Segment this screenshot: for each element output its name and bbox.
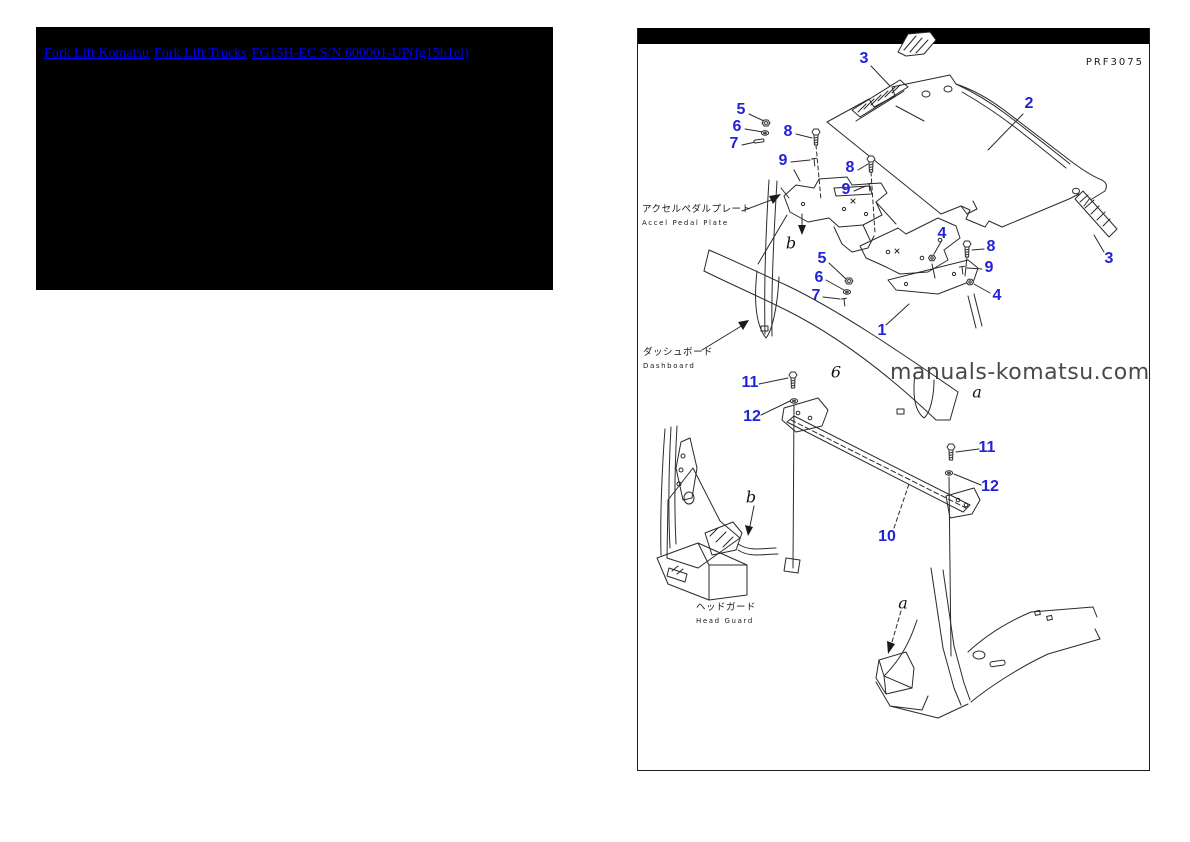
callout-4: 4 (937, 225, 947, 242)
part-label-en: Head Guard (696, 617, 754, 625)
part-label-accel-pedal-plate: アクセルペダルプレート Accel Pedal Plate (642, 201, 752, 227)
part-label-jp: アクセルペダルプレート (642, 204, 752, 215)
callout-8: 8 (845, 159, 855, 176)
callout-9: 9 (984, 259, 994, 276)
breadcrumb: Fork Lift Komatsu Fork Lift Trucks FG15H-E… (44, 44, 474, 62)
callout-9: 9 (841, 181, 851, 198)
callout-5: 5 (736, 101, 746, 118)
callout-9: 9 (778, 152, 788, 169)
callout-7: 7 (729, 135, 739, 152)
part-label-en: Dashboard (643, 362, 696, 370)
part-label-jp: ダッシュボード (643, 347, 714, 358)
callout-11: 11 (741, 374, 759, 391)
callout-10: 10 (878, 528, 896, 545)
callout-7: 7 (811, 287, 821, 304)
part-label-dashboard: ダッシュボード Dashboard (643, 344, 713, 370)
watermark: manuals-komatsu.com (890, 360, 1150, 385)
view-letter-a: a (972, 382, 982, 402)
callout-12: 12 (981, 478, 999, 495)
view-letter-a: a (898, 593, 908, 613)
parts-diagram-art (638, 28, 1149, 719)
callout-2: 2 (1024, 95, 1034, 112)
callout-8: 8 (986, 238, 996, 255)
link-fork-lift-trucks[interactable]: Fork Lift Trucks (154, 46, 247, 61)
callout-5: 5 (817, 250, 827, 267)
part-label-jp: ヘッドガード (696, 602, 757, 613)
header-banner: Fork Lift Komatsu Fork Lift Trucks FG15H-E… (36, 27, 553, 290)
callout-1: 1 (877, 322, 887, 339)
link-model-serial[interactable]: FG15H-EC S/N 600001-UP(fg15h1el) (251, 46, 469, 61)
callout-3: 3 (1104, 250, 1114, 267)
figure-code: PRF3075 (1085, 57, 1144, 68)
view-letter-6: 6 (830, 362, 842, 382)
view-letter-b: b (785, 233, 797, 253)
view-letter-b: b (745, 487, 757, 507)
callout-11: 11 (978, 439, 996, 456)
callout-6: 6 (732, 118, 742, 135)
callout-3: 3 (859, 50, 869, 67)
callout-6: 6 (814, 269, 824, 286)
callout-4: 4 (992, 287, 1002, 304)
part-label-head-guard: ヘッドガード Head Guard (696, 599, 756, 625)
link-fork-lift-komatsu[interactable]: Fork Lift Komatsu (44, 46, 149, 61)
callout-8: 8 (783, 123, 793, 140)
part-label-en: Accel Pedal Plate (642, 219, 729, 227)
callout-12: 12 (743, 408, 761, 425)
